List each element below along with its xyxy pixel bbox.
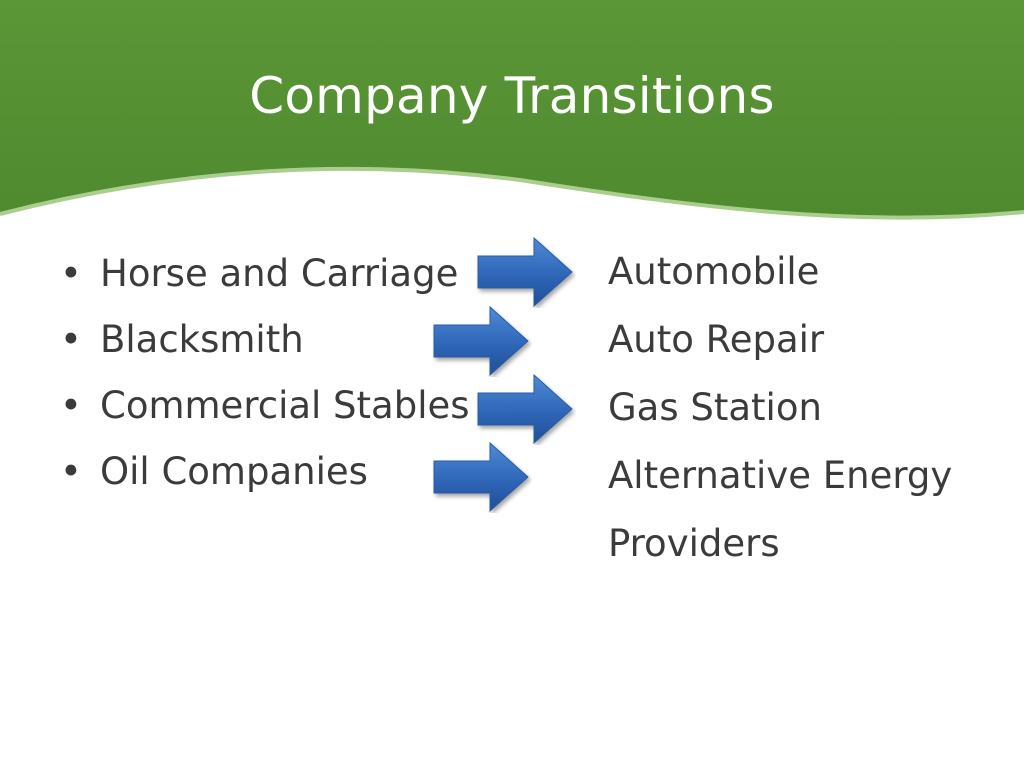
from-list-item: • Oil Companies [60, 444, 470, 510]
to-list-item: Auto Repair [608, 318, 825, 361]
header-wave-stripe [0, 166, 1024, 220]
to-list-item: Alternative Energy [608, 454, 953, 497]
from-item-label: Oil Companies [100, 450, 368, 493]
header-band [0, 0, 1024, 220]
right-arrow-icon [432, 305, 532, 377]
right-arrow-icon [476, 373, 576, 445]
from-item-label: Blacksmith [100, 318, 304, 361]
header-background [0, 0, 1024, 218]
to-list-item: Gas Station [608, 386, 822, 429]
right-arrow-icon [476, 236, 576, 308]
bullet: • [60, 450, 82, 493]
from-list: • Horse and Carriage • Blacksmith • Comm… [60, 246, 470, 510]
from-list-item: • Commercial Stables [60, 378, 470, 444]
to-list: Automobile Auto Repair Gas Station Alter… [608, 242, 952, 582]
to-list-item: Automobile [608, 250, 820, 293]
from-list-item: • Blacksmith [60, 312, 470, 378]
slide-title: Company Transitions [249, 67, 775, 125]
from-item-label: Commercial Stables [100, 384, 470, 427]
bullet: • [60, 252, 82, 295]
from-list-item: • Horse and Carriage [60, 246, 470, 312]
bullet: • [60, 318, 82, 361]
from-item-label: Horse and Carriage [100, 252, 459, 295]
right-arrow-icon [432, 441, 532, 513]
bullet: • [60, 384, 82, 427]
to-list-item: Providers [608, 522, 780, 565]
